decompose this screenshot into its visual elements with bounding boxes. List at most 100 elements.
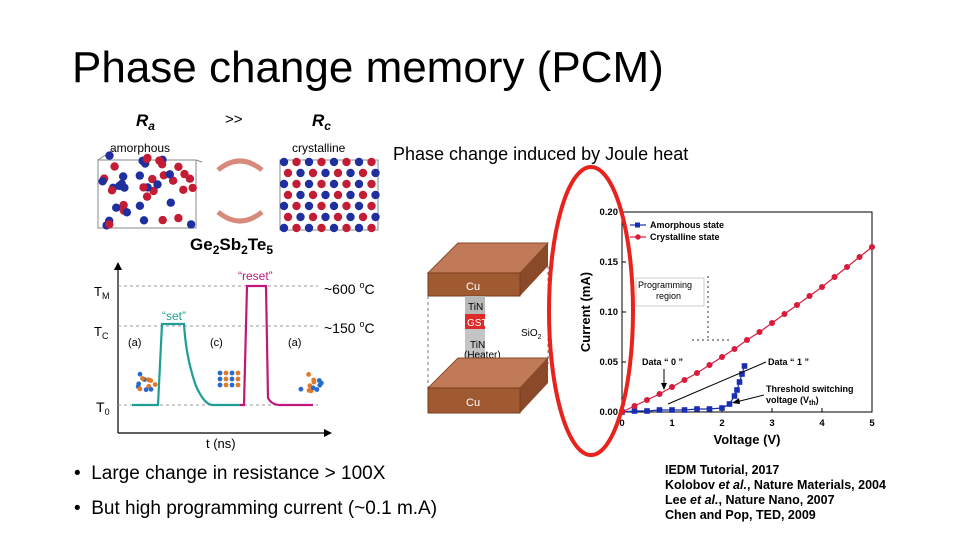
atom-icon	[168, 176, 178, 185]
atom-icon	[342, 157, 351, 167]
atom-icon	[119, 172, 128, 181]
ra-label: Ra	[136, 111, 155, 133]
atom-icon	[155, 156, 164, 165]
mini-atom-icon	[306, 372, 311, 377]
atom-icon	[139, 216, 149, 225]
series-line	[621, 365, 746, 413]
data-point	[831, 274, 838, 280]
mini-atom-icon	[229, 376, 235, 382]
highlight-ellipse	[547, 165, 635, 457]
atom-icon	[354, 157, 364, 167]
atom-icon	[346, 212, 355, 222]
mini-atom-icon	[223, 382, 229, 388]
atom-icon	[304, 157, 314, 167]
mini-atom-icon	[148, 378, 154, 383]
data-point	[644, 408, 650, 414]
vth-label: voltage (Vth)	[766, 395, 819, 407]
atom-icon	[292, 201, 301, 211]
atom-icon	[308, 212, 318, 222]
atom-icon	[367, 157, 376, 167]
legend-label: Amorphous state	[650, 220, 724, 230]
atom-icon	[279, 157, 289, 167]
atom-icon	[367, 201, 376, 211]
mini-atom-icon	[217, 382, 223, 388]
atom-icon	[180, 169, 189, 179]
data-point	[819, 284, 825, 290]
atom-icon	[142, 192, 152, 201]
data-point	[719, 354, 725, 360]
tc-label: TC	[94, 324, 109, 341]
atom-icon	[342, 223, 351, 233]
atom-icon	[367, 223, 376, 233]
data0-label: Data “ 0 ”	[642, 357, 683, 367]
atom-icon	[110, 162, 119, 171]
bottom-electrode	[427, 387, 521, 414]
programming-region-box	[635, 277, 705, 307]
atom-icon	[333, 190, 343, 200]
mini-atom-icon	[318, 380, 324, 386]
atom-icon	[153, 180, 162, 189]
data-point	[794, 302, 800, 308]
data-point	[781, 311, 788, 317]
atom-icon	[329, 157, 339, 167]
reference-item: Kolobov et al., Nature Materials, 2004	[665, 478, 886, 492]
atom-icon	[296, 190, 305, 200]
state-a1-label: (a)	[128, 337, 141, 349]
atom-icon	[279, 201, 289, 211]
data-point	[681, 377, 688, 383]
atom-icon	[317, 157, 326, 167]
t0-label: T0	[96, 399, 110, 417]
mini-atom-icon	[152, 382, 158, 387]
legend-marker	[635, 234, 641, 240]
atom-icon	[165, 170, 174, 179]
pulse-diagram: TM TC T0 “reset” “set” (a) (c) (a) ~600 …	[94, 262, 375, 451]
y-tick-label: 0.10	[600, 307, 619, 318]
reference-item: Lee et al., Nature Nano, 2007	[665, 493, 835, 507]
data-point	[631, 403, 638, 409]
mini-atom-icon	[148, 386, 154, 392]
atom-icon	[371, 190, 380, 200]
x-tick-label: 5	[869, 418, 875, 429]
data-point	[656, 391, 663, 397]
mini-atom-icon	[235, 370, 241, 376]
data-point	[734, 387, 740, 393]
mini-atom-icon	[229, 370, 235, 376]
data-point	[694, 370, 700, 376]
amorphous-lattice	[97, 147, 203, 230]
atom-icon	[342, 179, 351, 189]
data-point	[669, 384, 675, 390]
data-point	[731, 346, 738, 352]
data-point	[739, 371, 745, 377]
reset-pulse-curve	[240, 284, 313, 407]
data-point	[669, 407, 675, 413]
mini-atom-icon	[235, 376, 241, 382]
sio2-label: SiO2	[521, 328, 542, 341]
data-point	[844, 264, 850, 270]
atom-icon	[367, 179, 376, 189]
temp-low-label: ~150 oC	[324, 319, 375, 336]
atom-icon	[317, 179, 326, 189]
data-point	[769, 320, 775, 326]
atom-icon	[321, 168, 330, 178]
data-point	[719, 405, 725, 411]
set-pulse-curve	[132, 322, 240, 407]
mini-atom-icon	[310, 385, 316, 391]
x-tick-label: 3	[769, 418, 774, 429]
atom-icon	[105, 220, 114, 229]
atom-icon	[371, 212, 380, 222]
x-axis-title: Voltage (V)	[714, 432, 781, 447]
atom-icon	[142, 154, 152, 164]
gst-layer	[465, 314, 485, 329]
atom-icon	[342, 201, 351, 211]
atom-icon	[174, 213, 183, 223]
cu-top-label: Cu	[466, 281, 480, 293]
x-tick-label: 1	[669, 418, 675, 429]
atom-icon	[296, 212, 305, 222]
atom-icon	[346, 168, 355, 178]
atom-icon	[354, 179, 364, 189]
reset-label: “reset”	[238, 269, 273, 283]
atom-icon	[186, 220, 196, 229]
data-point	[631, 408, 638, 414]
atom-icon	[333, 168, 343, 178]
